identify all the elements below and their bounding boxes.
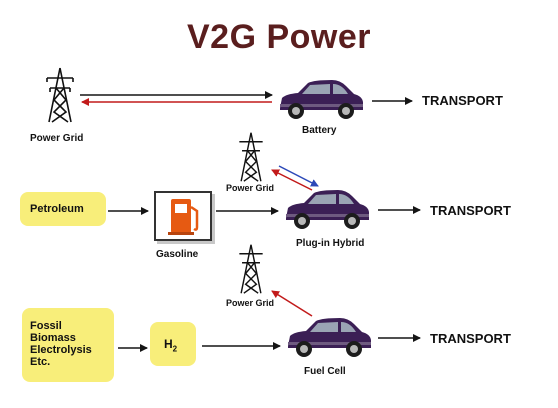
- source-etc: Etc.: [30, 356, 51, 368]
- power-grid-label: Power Grid: [226, 298, 275, 308]
- car-icon: [276, 78, 366, 127]
- car-icon: [284, 316, 374, 365]
- power-grid-label: Power Grid: [30, 133, 84, 144]
- sources-box: Fossil Biomass Electrolysis Etc.: [22, 308, 114, 382]
- power-tower-icon: [236, 131, 266, 188]
- fuel-cell-label: Fuel Cell: [304, 366, 346, 377]
- transport-label: TRANSPORT: [430, 331, 511, 346]
- diagram-title: V2G Power: [186, 18, 371, 56]
- gasoline-label: Gasoline: [156, 249, 199, 260]
- source-electrolysis: Electrolysis: [30, 344, 92, 356]
- car-icon: [282, 188, 372, 237]
- power-tower-icon: [44, 66, 76, 129]
- source-biomass: Biomass: [30, 332, 76, 344]
- petroleum-label: Petroleum: [30, 203, 84, 215]
- battery-label: Battery: [302, 125, 337, 136]
- h2-box: H2: [150, 322, 196, 366]
- source-fossil: Fossil: [30, 320, 62, 332]
- hybrid-to-grid-arrow: [271, 169, 313, 191]
- power-grid-label: Power Grid: [226, 183, 275, 193]
- h2-label: H: [164, 337, 173, 351]
- fuelcell-to-grid-arrow: [271, 290, 313, 317]
- transport-label: TRANSPORT: [422, 93, 503, 108]
- gas-pump-icon: [154, 191, 212, 241]
- h2-subscript: 2: [172, 344, 178, 354]
- plug-in-hybrid-label: Plug-in Hybrid: [296, 238, 365, 249]
- petroleum-box: Petroleum: [20, 192, 106, 226]
- power-tower-icon: [236, 243, 266, 300]
- transport-label: TRANSPORT: [430, 203, 511, 218]
- grid-to-hybrid-arrow: [278, 165, 319, 187]
